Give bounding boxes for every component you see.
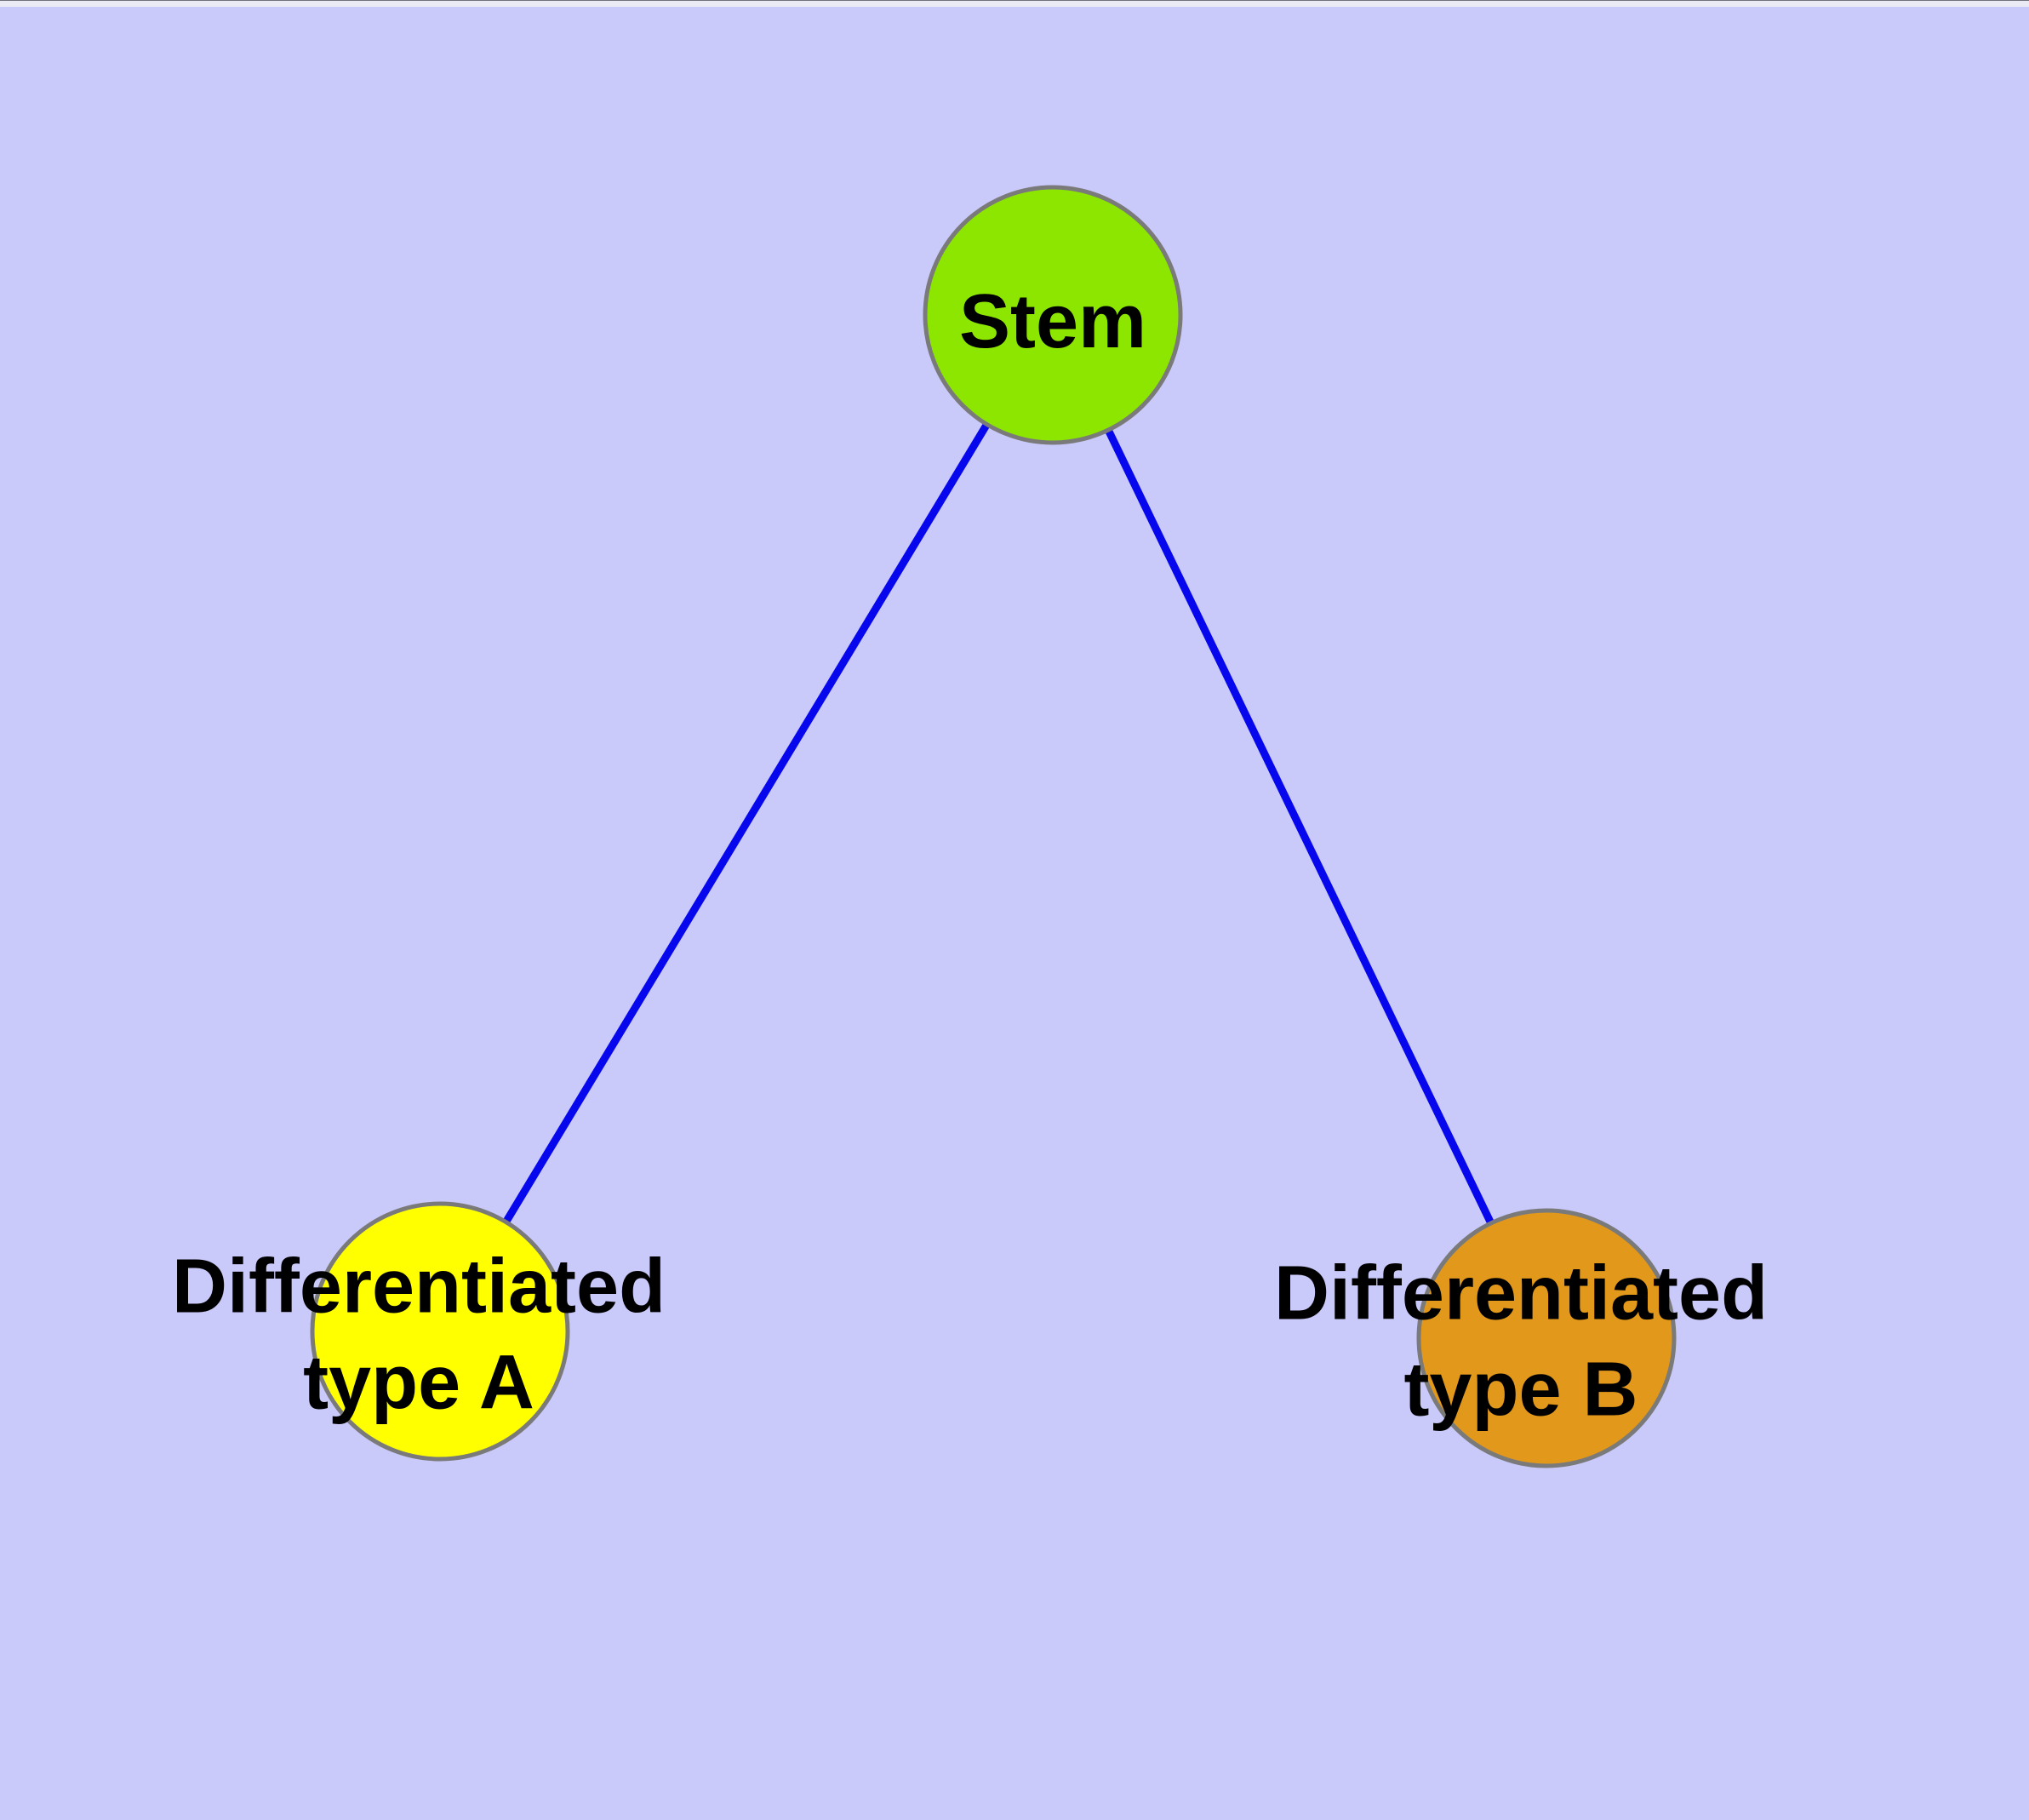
edge-stem-to-type-b [1049, 313, 1551, 1340]
differentiated-type-a-node [310, 1201, 570, 1462]
stem-node [923, 185, 1183, 445]
edge-stem-to-type-a [437, 312, 1056, 1334]
differentiated-type-b-node [1416, 1208, 1677, 1468]
window-top-edge [0, 0, 2029, 7]
